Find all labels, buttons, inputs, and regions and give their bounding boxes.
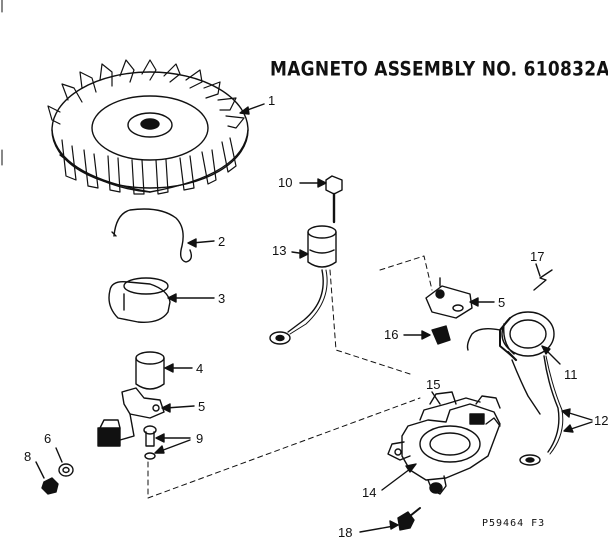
cam-cover-part-3	[108, 277, 215, 323]
alignment-lines	[147, 255, 433, 499]
callout-17: 17	[530, 249, 545, 264]
bushing-part-4	[135, 351, 193, 390]
callout-4: 4	[196, 361, 204, 376]
callout-11: 11	[564, 367, 578, 382]
screw-and-washer-part-9	[143, 425, 191, 460]
nut-part-8	[35, 461, 59, 495]
callout-6: 6	[44, 431, 52, 446]
callout-15: 15	[426, 377, 441, 392]
diagram-title: MAGNETO ASSEMBLY NO. 610832A	[270, 58, 608, 81]
washer-part-6	[55, 447, 74, 477]
breaker-box-part-15	[429, 391, 457, 405]
ignition-coil-part-11	[499, 311, 561, 365]
breaker-housing-part-14	[381, 395, 501, 495]
drawing-code: P59464 F3	[482, 518, 546, 529]
spring-wire-part-17	[533, 263, 553, 291]
coil-leads-part-12	[466, 327, 593, 466]
callout-3: 3	[218, 291, 226, 306]
callout-5-lower: 5	[198, 399, 206, 414]
callout-1: 1	[268, 93, 276, 108]
point-bracket-part-5	[425, 277, 495, 319]
callout-14: 14	[362, 485, 377, 500]
callout-10: 10	[278, 175, 293, 190]
callout-8: 8	[24, 449, 32, 464]
flywheel-part-1	[47, 59, 265, 195]
terminal-screw-part-10	[299, 175, 343, 224]
callout-18: 18	[338, 525, 353, 540]
callout-5-upper: 5	[498, 295, 506, 310]
callout-2: 2	[218, 234, 226, 249]
callout-9: 9	[196, 431, 204, 446]
screw-part-18	[359, 507, 421, 533]
condenser-part-13	[269, 225, 337, 345]
callout-12: 12	[594, 413, 608, 428]
clip-part-16	[403, 325, 451, 345]
callout-16: 16	[384, 327, 399, 342]
breaker-arm-part-5	[97, 387, 195, 447]
spring-clip-part-2	[111, 208, 215, 263]
callout-13: 13	[272, 243, 287, 258]
